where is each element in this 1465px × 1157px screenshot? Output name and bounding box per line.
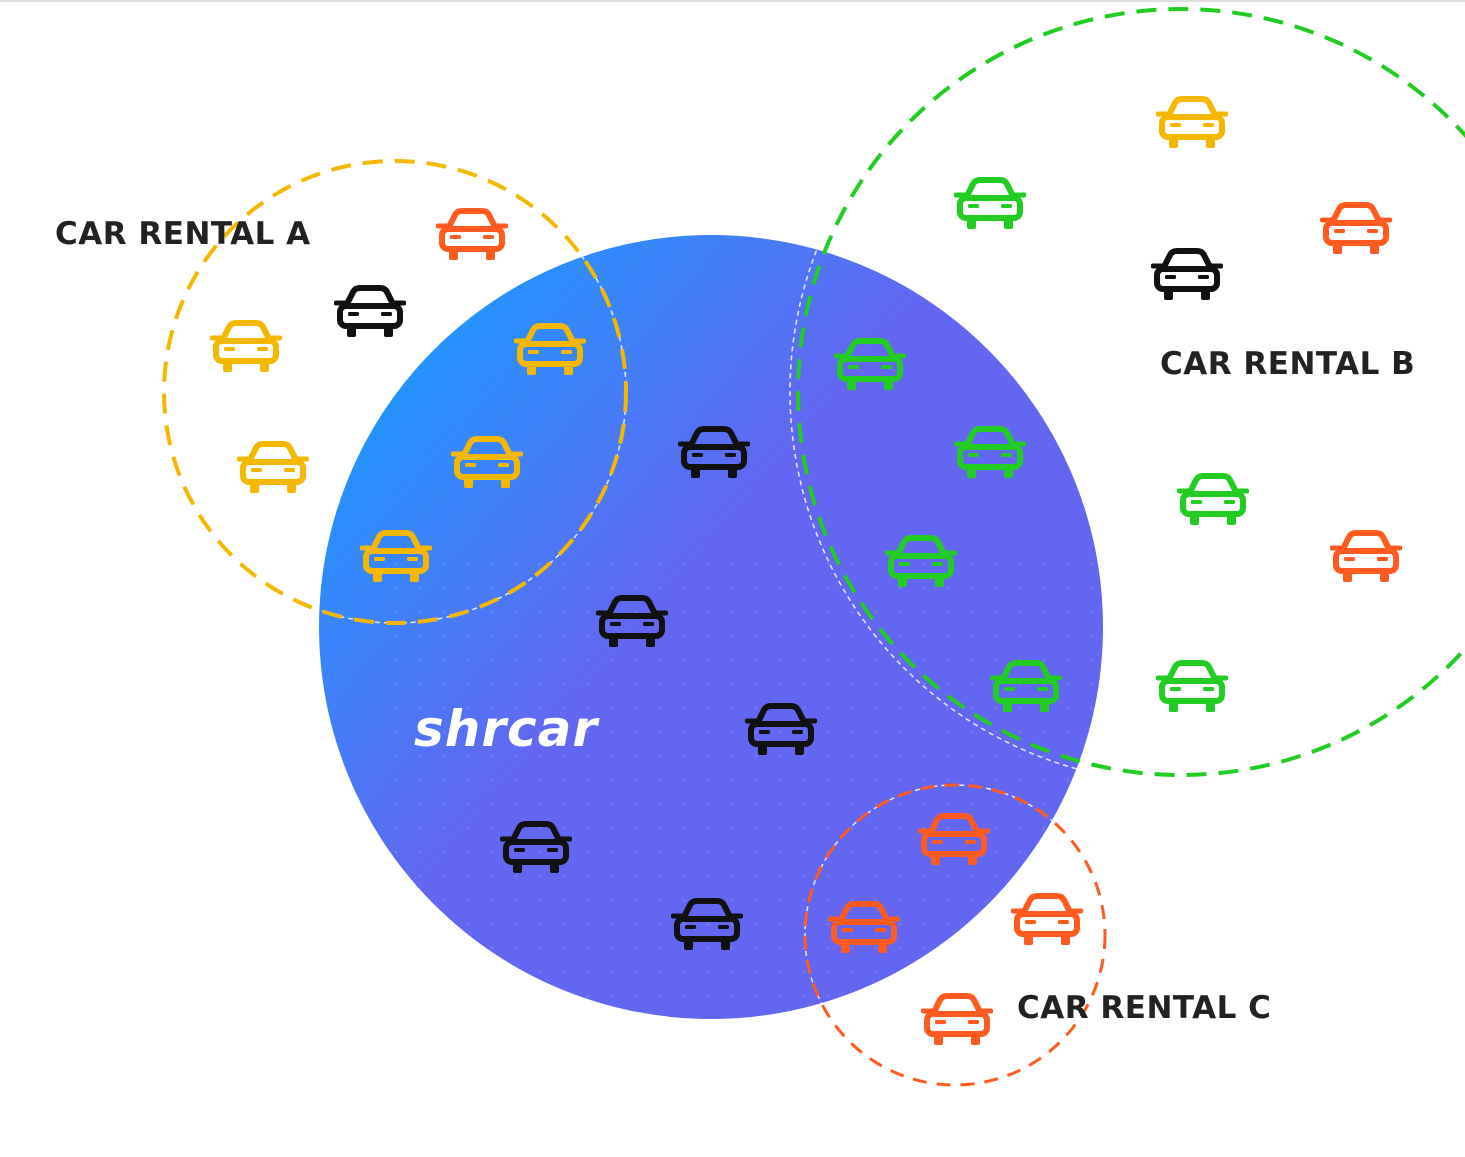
car-icon <box>956 180 1024 229</box>
car-icon <box>923 996 991 1045</box>
car-icon <box>239 444 307 493</box>
car-icon <box>212 323 280 372</box>
shrcar-dot-texture <box>380 560 1103 1019</box>
car-icon <box>1179 476 1247 525</box>
car-icon <box>438 211 506 260</box>
group-circle-a <box>162 159 628 625</box>
car-icon <box>1332 533 1400 582</box>
car-icon <box>336 288 404 337</box>
car-icon <box>1153 251 1221 300</box>
group-circle-b <box>796 7 1465 777</box>
overlap-arc-b <box>789 235 1103 784</box>
brand-logo: shrcar <box>414 700 599 758</box>
car-icon <box>1322 205 1390 254</box>
group-circle-c <box>803 783 1107 1087</box>
car-icon <box>1013 896 1081 945</box>
car-icon <box>1158 99 1226 148</box>
car-icon <box>1158 663 1226 712</box>
group-label-b: CAR RENTAL B <box>1160 346 1416 382</box>
group-label-a: CAR RENTAL A <box>55 216 311 252</box>
group-label-c: CAR RENTAL C <box>1017 990 1272 1026</box>
